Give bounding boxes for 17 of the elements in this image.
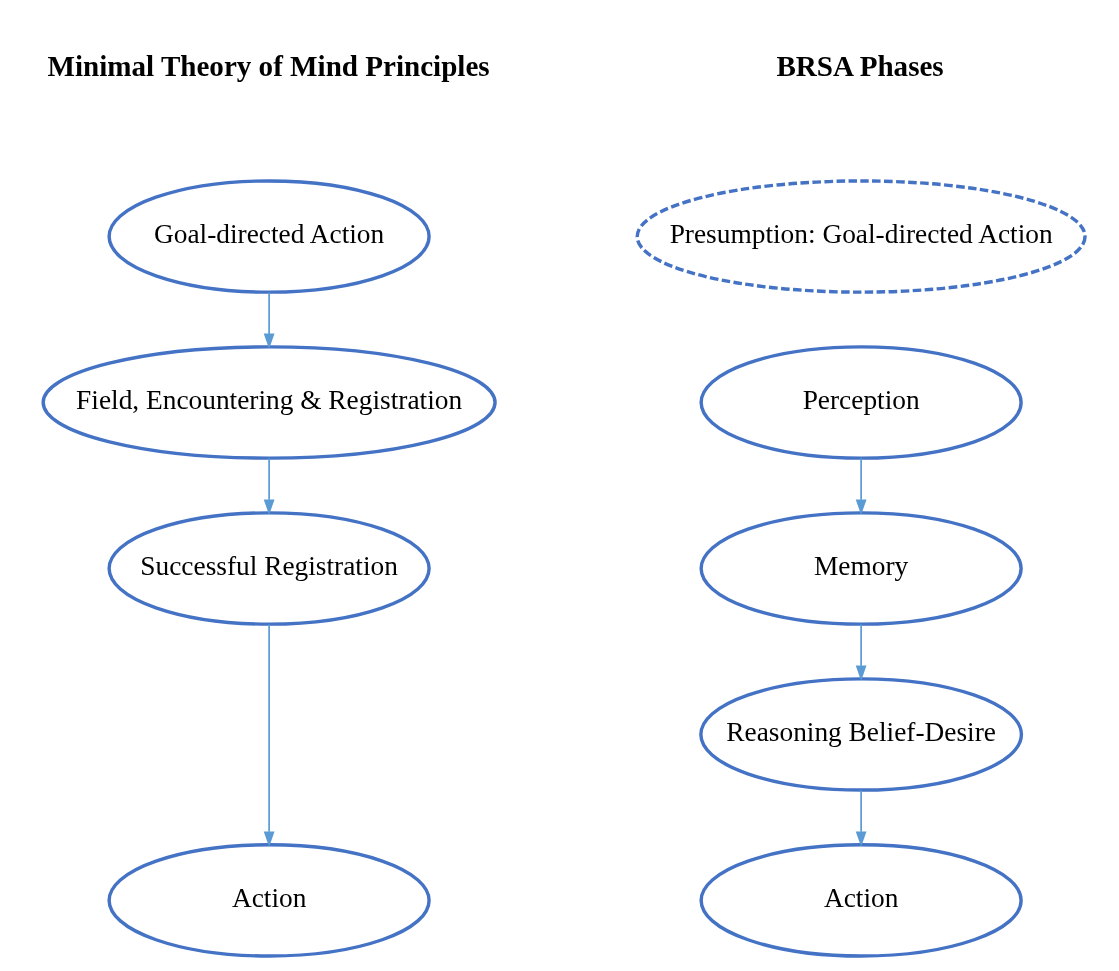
arrow: [855, 623, 867, 681]
node-ellipse: Reasoning Belief-Desire: [699, 677, 1024, 792]
node-ellipse: Presumption: Goal-directed Action: [635, 179, 1087, 294]
arrow: [855, 457, 867, 515]
arrow: [263, 623, 275, 847]
node-ellipse: Field, Encountering & Registration: [41, 345, 497, 460]
node-ellipse: Action: [699, 843, 1023, 958]
arrow: [855, 789, 867, 847]
arrow: [263, 457, 275, 515]
label: BRSA Phases: [776, 49, 944, 82]
node-ellipse: Successful Registration: [107, 511, 431, 626]
node-ellipse: Perception: [699, 345, 1023, 460]
node-ellipse: Memory: [699, 511, 1023, 626]
node-ellipse: Action: [107, 843, 431, 958]
arrow: [263, 291, 275, 349]
label: Minimal Theory of Mind Principles: [47, 49, 490, 82]
node-ellipse: Goal-directed Action: [107, 179, 431, 294]
